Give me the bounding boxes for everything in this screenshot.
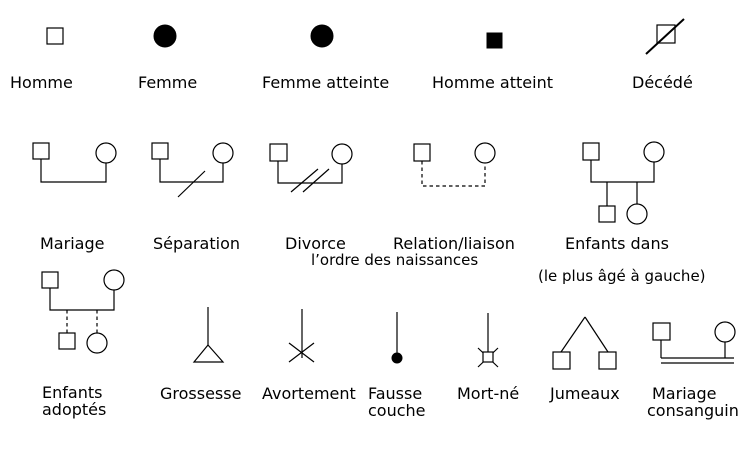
homme-icon — [46, 27, 64, 45]
label-enfants-ordre-line2: l’ordre des naissances — [311, 251, 479, 269]
mariage-icon — [32, 142, 117, 183]
label-enfants-adoptes-line1: Enfants — [42, 383, 103, 402]
label-grossesse: Grossesse — [160, 384, 242, 403]
label-enfants-adoptes-line2: adoptés — [42, 400, 107, 419]
divorce-icon — [269, 143, 353, 193]
label-femme: Femme — [138, 73, 198, 92]
label-enfants-ordre-note: (le plus âgé à gauche) — [538, 267, 706, 285]
label-mariage-consanguin-line1: Mariage — [652, 384, 717, 403]
enfants-ordre-icon — [582, 141, 665, 225]
label-femme-atteinte: Femme atteinte — [262, 73, 390, 92]
mariage-consanguin-icon — [652, 321, 736, 364]
mort-ne-icon — [477, 313, 499, 368]
grossesse-icon — [192, 307, 225, 363]
label-relation-liaison: Relation/liaison — [393, 234, 515, 253]
label-mariage: Mariage — [40, 234, 105, 253]
label-mariage-consanguin-line2: consanguin — [647, 401, 738, 420]
label-divorce: Divorce — [285, 234, 346, 253]
label-homme-atteint: Homme atteint — [432, 73, 553, 92]
homme-atteint-icon — [486, 32, 503, 49]
label-mort-ne: Mort-né — [457, 384, 520, 403]
label-avortement: Avortement — [262, 384, 356, 403]
label-enfants-ordre-line1: Enfants dans — [565, 234, 669, 253]
femme-atteinte-icon — [310, 24, 334, 48]
decede-icon — [645, 18, 685, 55]
label-jumeaux: Jumeaux — [550, 384, 620, 403]
label-fausse-couche-line1: Fausse — [368, 384, 423, 403]
fausse-couche-icon — [391, 312, 403, 364]
label-decede: Décédé — [632, 73, 693, 92]
label-fausse-couche-line2: couche — [368, 401, 426, 420]
femme-icon — [153, 24, 177, 48]
separation-icon — [151, 142, 234, 198]
jumeaux-icon — [552, 316, 617, 370]
label-homme: Homme — [10, 73, 73, 92]
enfants-adoptes-icon — [41, 269, 125, 354]
label-separation: Séparation — [153, 234, 240, 253]
relation-liaison-icon — [413, 142, 496, 187]
avortement-icon — [288, 309, 315, 363]
